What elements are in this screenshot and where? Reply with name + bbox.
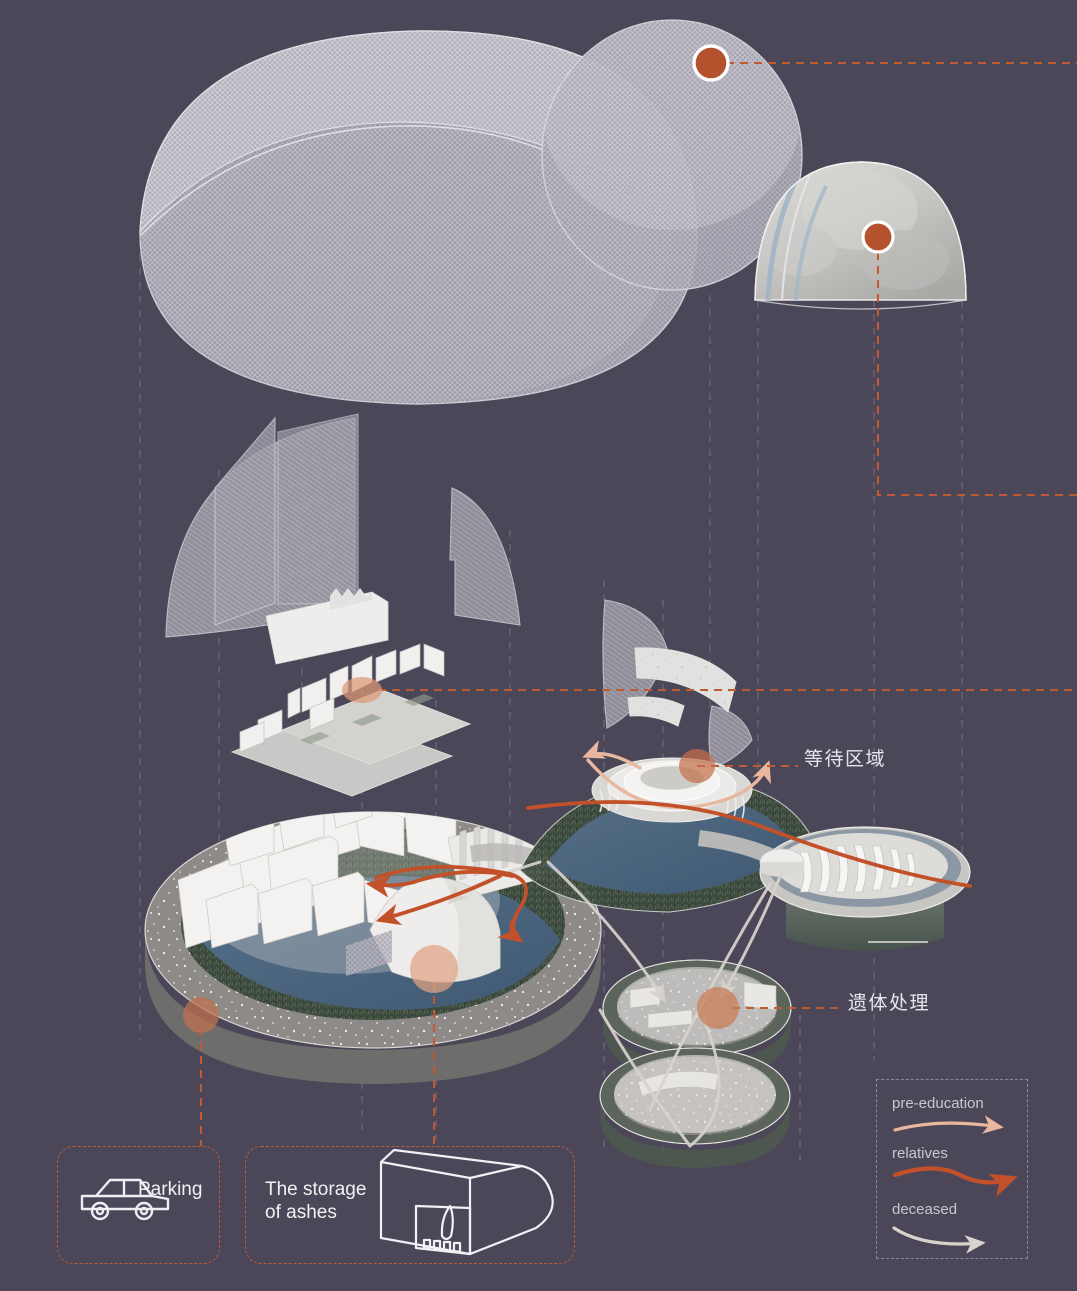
flow-relatives: [365, 800, 972, 943]
legend-arrows: [892, 1115, 1018, 1254]
body-processing-marker[interactable]: [697, 987, 739, 1029]
canopy-mesh-dome-large: [139, 30, 698, 405]
dome-mesh-marker[interactable]: [692, 44, 730, 82]
upper-plate-marker[interactable]: [342, 677, 382, 703]
ash-hall-marker[interactable]: [410, 945, 458, 993]
markers: [183, 44, 895, 1033]
legend-arrow-relatives: [892, 1166, 1018, 1197]
upper-floor-plate: [230, 588, 472, 797]
waiting-area-terrace: [519, 757, 813, 913]
legend-arrow-deceased: [892, 1226, 986, 1254]
ash-storage-building-icon: [379, 1148, 554, 1256]
dome-concrete-marker[interactable]: [861, 220, 895, 254]
car-icon: [80, 1178, 170, 1221]
callout-ash-storage[interactable]: [245, 1146, 575, 1264]
lens-pavilion: [759, 826, 971, 951]
callout-ash-storage-label: The storage of ashes: [265, 1179, 367, 1224]
callout-parking-label: Parking: [138, 1179, 203, 1200]
canopy-mesh-dome-small-outline: [541, 19, 803, 291]
waiting-area-steps: [591, 757, 753, 823]
parking-marker[interactable]: [183, 997, 219, 1033]
callout-parking[interactable]: [57, 1146, 220, 1264]
legend-label-relatives: relatives: [892, 1145, 948, 1162]
legend-label-deceased: deceased: [892, 1201, 958, 1218]
canopy-mesh-dome-small: [542, 20, 802, 290]
legend-arrow-pre-education: [893, 1115, 1004, 1134]
concrete-band-fragments: [627, 647, 737, 727]
legend-label-pre-education: pre-education: [892, 1095, 984, 1112]
legend-box: [876, 1079, 1028, 1259]
flow-pre-education: [582, 740, 772, 810]
mesh-wall-panels: [165, 413, 753, 769]
circular-plate-lower: [599, 1047, 791, 1168]
waiting-area-marker[interactable]: [679, 749, 715, 783]
